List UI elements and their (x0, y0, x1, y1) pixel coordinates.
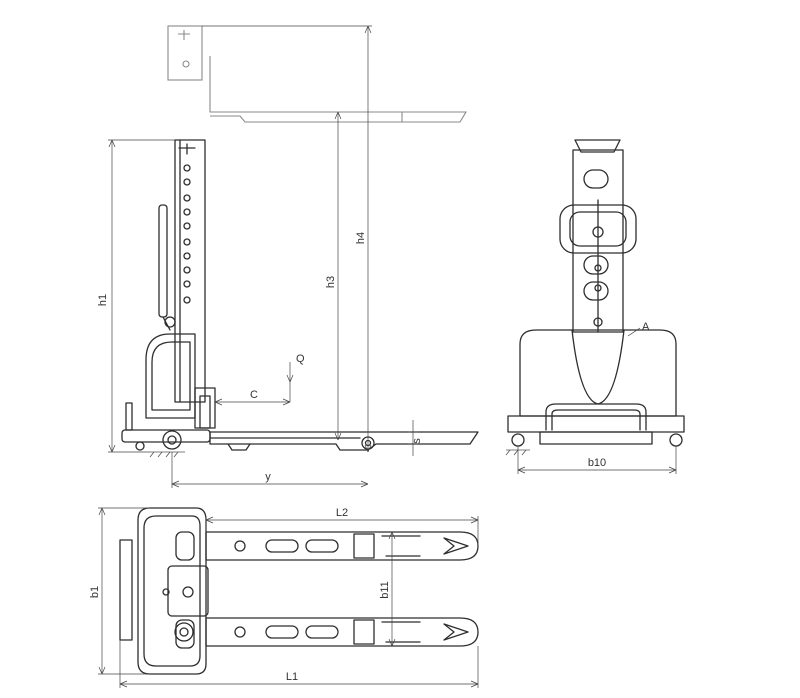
label-h4: h4 (355, 232, 367, 244)
dimension-l2: L2 (205, 507, 479, 546)
lowered-forks (209, 431, 479, 451)
front-chassis (505, 403, 685, 456)
label-y: y (265, 471, 271, 483)
chassis (121, 402, 211, 458)
label-q: Q (296, 353, 305, 365)
mast (174, 139, 206, 403)
dimension-h4: h4 (202, 25, 372, 453)
dimension-b1: b1 (89, 507, 150, 675)
dimension-y: y (171, 452, 369, 488)
tiller-handle (158, 204, 176, 331)
side-view: h1 h3 h4 Q C s (97, 25, 479, 488)
label-h3: h3 (325, 276, 337, 288)
dimension-s: s (408, 420, 423, 456)
label-l2: L2 (336, 507, 348, 519)
label-b11: b11 (379, 581, 391, 599)
dimension-h3: h3 (325, 111, 342, 441)
front-handle (559, 199, 637, 333)
load-centre: Q C (214, 353, 305, 406)
drive-body (145, 333, 216, 429)
label-s: s (411, 438, 423, 444)
label-b10: b10 (588, 457, 606, 469)
dimension-h1: h1 (97, 139, 175, 453)
front-body: A (519, 321, 677, 417)
label-a: A (642, 321, 650, 333)
label-h1: h1 (97, 294, 109, 306)
dimension-b11: b11 (379, 531, 396, 647)
dimension-b10: b10 (517, 446, 677, 474)
dimension-l1: L1 (119, 640, 479, 688)
label-l1: L1 (286, 671, 298, 683)
top-body (119, 507, 209, 675)
front-view: A b10 (505, 139, 685, 474)
label-b1: b1 (89, 586, 101, 598)
label-c: C (250, 389, 258, 401)
top-fork-lower (205, 617, 479, 647)
top-fork-upper (205, 531, 479, 561)
top-view: L2 b11 b1 L1 (89, 507, 479, 688)
raised-carriage (167, 25, 467, 123)
